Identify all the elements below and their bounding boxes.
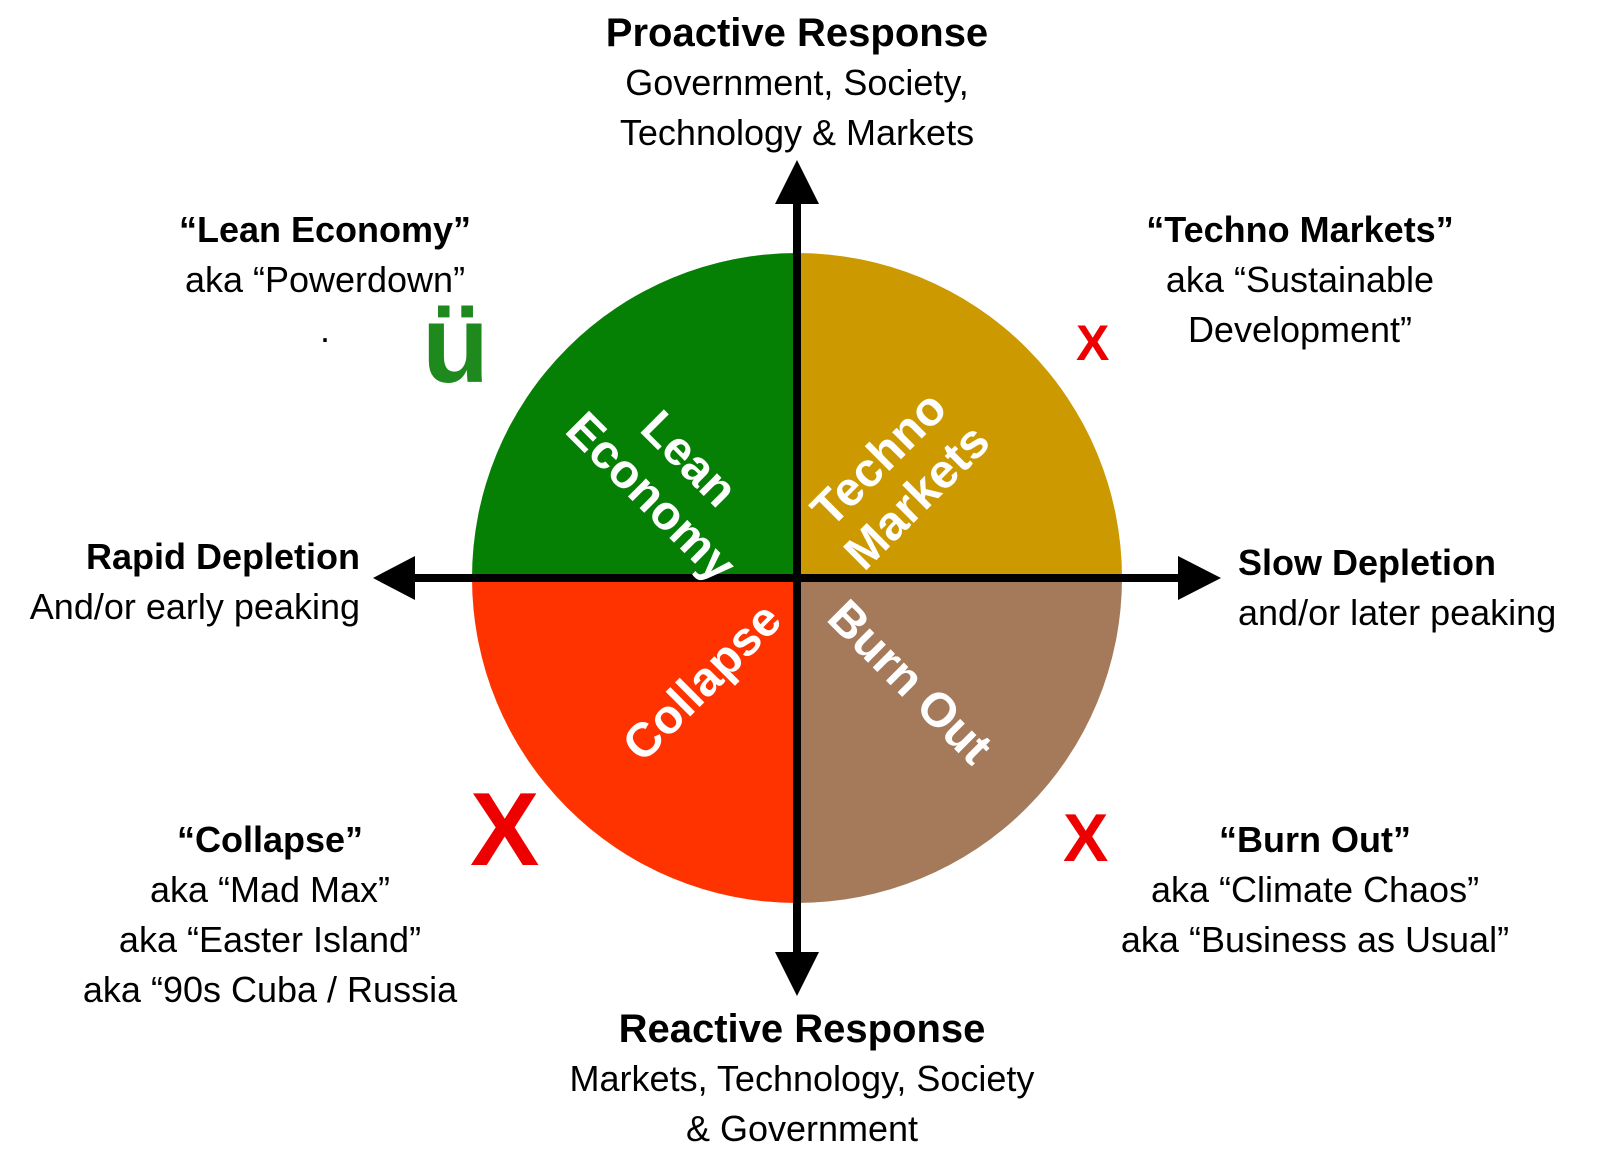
techno-markets-caption-line1: aka “Sustainable (1165, 259, 1435, 300)
quadrant-top-left (472, 253, 797, 578)
techno-markets-caption-title: “Techno Markets” (1146, 209, 1454, 250)
collapse-caption: “Collapse” aka “Mad Max” aka “Easter Isl… (60, 815, 480, 1015)
lean-economy-caption-line1: aka “Powerdown” (184, 259, 466, 300)
left-axis-title: Rapid Depletion (85, 536, 360, 577)
collapse-caption-title: “Collapse” (176, 819, 364, 860)
bottom-axis-line2: & Government (685, 1108, 919, 1149)
top-axis-title: Proactive Response (605, 11, 989, 55)
top-axis-label: Proactive Response Government, Society, … (497, 8, 1097, 158)
lean-economy-caption-line2: . (319, 309, 330, 350)
arrow-left-icon (373, 556, 415, 600)
bottom-axis-line1: Markets, Technology, Society (569, 1058, 1035, 1099)
collapse-x-icon: X (470, 772, 540, 888)
burn-out-caption-line2: aka “Business as Usual” (1120, 919, 1510, 960)
lean-economy-caption: “Lean Economy” aka “Powerdown” . (120, 205, 530, 355)
bottom-axis-label: Reactive Response Markets, Technology, S… (502, 1004, 1102, 1154)
burn-out-caption: “Burn Out” aka “Climate Chaos” aka “Busi… (1100, 815, 1530, 965)
burn-out-caption-title: “Burn Out” (1219, 819, 1411, 860)
quadrant-bottom-left (472, 578, 797, 903)
arrow-down-icon (775, 952, 819, 996)
checkmark-icon: ü (422, 283, 490, 406)
techno-markets-x-icon: X (1076, 315, 1110, 371)
lean-economy-caption-title: “Lean Economy” (178, 209, 472, 250)
left-axis-line1: And/or early peaking (29, 586, 360, 627)
quadrant-bottom-right (797, 578, 1122, 903)
right-axis-title: Slow Depletion (1238, 542, 1497, 583)
arrow-up-icon (775, 160, 819, 204)
collapse-caption-line3: aka “90s Cuba / Russia (82, 969, 458, 1010)
collapse-caption-line2: aka “Easter Island” (118, 919, 422, 960)
top-axis-line2: Technology & Markets (619, 112, 975, 153)
techno-markets-caption: “Techno Markets” aka “Sustainable Develo… (1090, 205, 1510, 355)
right-axis-line1: and/or later peaking (1238, 592, 1557, 633)
bottom-axis-title: Reactive Response (618, 1007, 986, 1051)
burn-out-caption-line1: aka “Climate Chaos” (1150, 869, 1480, 910)
quadrant-top-right (797, 253, 1122, 578)
burn-out-x-icon: X (1063, 800, 1109, 876)
techno-markets-caption-line2: Development” (1187, 309, 1413, 350)
arrow-right-icon (1178, 556, 1221, 600)
top-axis-line1: Government, Society, (625, 62, 969, 103)
collapse-caption-line1: aka “Mad Max” (149, 869, 391, 910)
left-axis-label: Rapid Depletion And/or early peaking (10, 532, 360, 632)
right-axis-label: Slow Depletion and/or later peaking (1238, 538, 1598, 638)
